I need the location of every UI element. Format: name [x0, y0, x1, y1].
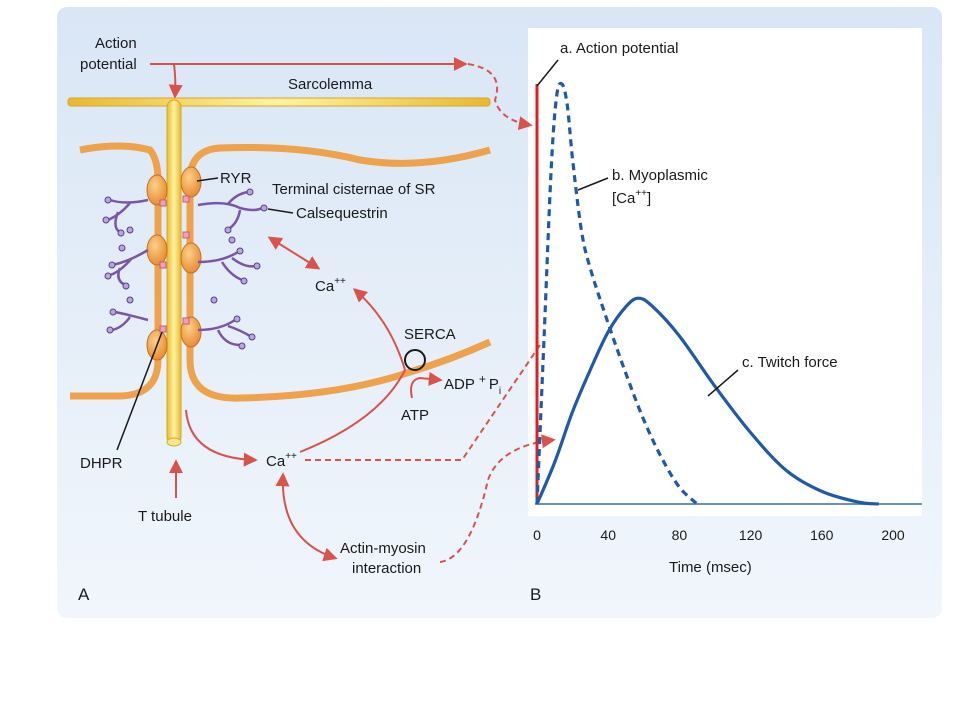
x-ticks: 0 40 80 120 160 200	[533, 527, 905, 543]
dhpr-channels	[159, 195, 190, 333]
dhpr-channel	[182, 317, 190, 325]
ca-series-pre: [Ca	[612, 190, 636, 207]
series-twitch-force	[535, 296, 879, 506]
panel-b-chart: 0 40 80 120 160 200 a. Action potential b. My…	[530, 40, 922, 604]
arrow-ca-calsequestrin	[267, 236, 321, 270]
leader-myoplasmic	[577, 177, 609, 191]
label-ca-upper: Ca++	[315, 276, 346, 295]
label-terminal-cisternae: Terminal cisternae of SR	[272, 181, 436, 198]
sr-membrane-right	[186, 144, 491, 181]
calsequestrin-right-beads	[210, 188, 268, 350]
dhpr-channel	[159, 199, 167, 207]
graph-area	[528, 28, 922, 516]
leader-twitch	[707, 369, 739, 397]
x-tick-label: 200	[881, 527, 905, 543]
dashed-ap-to-graph	[467, 63, 533, 131]
leader-calsequestrin	[267, 208, 294, 214]
adp-text: ADP	[444, 376, 475, 393]
dashed-actin-to-graph	[439, 434, 556, 563]
label-sarcolemma: Sarcolemma	[288, 76, 373, 93]
arrow-tt-to-ca	[185, 409, 258, 467]
x-tick-label: 40	[600, 527, 616, 543]
dhpr-channel	[182, 195, 190, 203]
x-tick-label: 0	[533, 527, 541, 543]
ca-upper-sup: ++	[334, 276, 346, 287]
pi-plus: +	[479, 372, 486, 386]
dhpr-channel	[182, 231, 190, 239]
ryr-channel	[146, 234, 168, 266]
t-tubule	[166, 99, 182, 445]
panel-letter-a: A	[78, 585, 90, 604]
label-atp: ATP	[401, 407, 429, 424]
x-axis-label: Time (msec)	[669, 559, 752, 576]
arrow-serca-to-ca	[299, 288, 407, 453]
ryr-channel	[180, 166, 202, 198]
arrow-ap-down	[168, 63, 183, 99]
label-series-a: a. Action potential	[560, 40, 678, 57]
label-adp-pi: ADP +Pi	[444, 372, 501, 397]
x-tick-label: 160	[810, 527, 834, 543]
label-t-tubule: T tubule	[138, 508, 192, 525]
t-tubule-end	[166, 437, 182, 447]
label-dhpr: DHPR	[80, 455, 123, 472]
x-tick-label: 120	[739, 527, 763, 543]
ryr-channel	[146, 174, 168, 206]
ryr-channel	[180, 242, 202, 274]
panel-a: Action potential Sarcolemma RYR Terminal…	[67, 35, 556, 604]
series-myoplasmic-ca	[535, 81, 699, 506]
sarcolemma-membrane	[67, 97, 491, 107]
x-tick-label: 80	[672, 527, 688, 543]
label-calsequestrin: Calsequestrin	[296, 205, 388, 222]
leader-dhpr	[116, 331, 163, 451]
label-ryr: RYR	[220, 170, 252, 187]
dhpr-channel	[159, 325, 167, 333]
ca-series-post: ]	[647, 190, 651, 207]
sr-membrane-right-lower	[186, 338, 492, 402]
label-actin-myosin-1: Actin-myosin	[340, 540, 426, 557]
arrow-atp-adp	[410, 371, 443, 399]
leader-action-potential	[536, 59, 559, 87]
ca-lower-text: Ca	[266, 453, 286, 470]
label-ca-lower: Ca++	[266, 451, 297, 470]
calsequestrin-left-beads	[102, 196, 134, 334]
ca-lower-sup: ++	[285, 451, 297, 462]
label-series-c: c. Twitch force	[742, 354, 838, 371]
label-actin-myosin-2: interaction	[352, 560, 421, 577]
label-serca: SERCA	[404, 326, 456, 343]
calsequestrin-right	[197, 190, 263, 347]
dhpr-channel	[159, 261, 167, 269]
ca-series-sup: ++	[635, 188, 647, 199]
arrow-ca-actinmyosin	[275, 472, 338, 562]
ca-upper-text: Ca	[315, 278, 335, 295]
leader-ryr	[196, 177, 219, 182]
pi-sub: i	[499, 386, 501, 397]
label-action-potential-1: Action	[95, 35, 137, 52]
pi-text: P	[489, 376, 499, 393]
label-series-b-1: b. Myoplasmic	[612, 167, 708, 184]
dashed-ca-to-graph	[305, 344, 541, 461]
panel-letter-b: B	[530, 585, 541, 604]
sr-membrane-upper	[79, 142, 162, 400]
serca-pump	[404, 349, 426, 371]
series-group	[535, 81, 879, 506]
label-action-potential-2: potential	[80, 56, 137, 73]
ryr-channels	[146, 166, 202, 361]
label-series-b-2: [Ca++]	[612, 188, 651, 207]
